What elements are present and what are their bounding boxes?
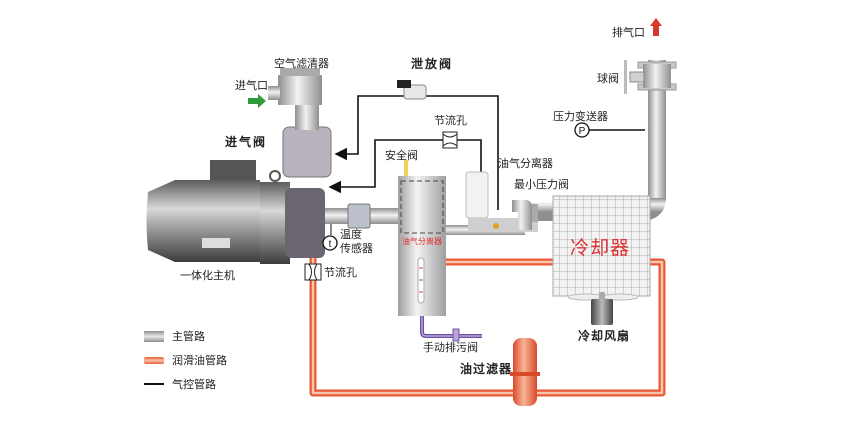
pressure-symbol: P xyxy=(579,126,586,137)
air-control-swatch xyxy=(144,383,164,385)
legend-item-air: 气控管路 xyxy=(144,376,216,392)
legend-item-oil: 润滑油管路 xyxy=(144,352,227,368)
label-pressure-transmitter: 压力变送器 xyxy=(553,110,608,123)
legend-label: 主管路 xyxy=(172,330,205,343)
label-cooling-fan: 冷却风扇 xyxy=(578,329,631,343)
main-unit xyxy=(146,160,325,264)
temp-symbol: t xyxy=(329,239,332,250)
label-blowdown-valve: 泄放阀 xyxy=(411,57,454,71)
oil-filter xyxy=(510,338,540,406)
label-exhaust: 排气口 xyxy=(612,26,645,39)
oil-pipe-circuit xyxy=(309,251,666,397)
label-oil-separator: 油气分离器 xyxy=(498,157,553,170)
blowdown-valve xyxy=(397,80,427,100)
label-separator-body: 油气分离器 xyxy=(402,237,442,246)
label-orifice-top: 节流孔 xyxy=(434,114,467,127)
legend-label: 润滑油管路 xyxy=(172,354,227,367)
label-orifice-bottom: 节流孔 xyxy=(324,266,357,279)
oil-pipe-swatch xyxy=(144,356,164,364)
oil-separator-tank xyxy=(398,160,446,316)
cooling-fan xyxy=(567,292,639,325)
orifice-top-symbol xyxy=(442,131,458,149)
legend-item-main: 主管路 xyxy=(144,328,205,344)
label-manual-drain-valve: 手动排污阀 xyxy=(423,341,478,354)
label-ball-valve: 球阀 xyxy=(597,72,619,85)
ball-valve xyxy=(624,60,645,94)
label-temp-sensor-2: 传感器 xyxy=(340,242,373,255)
air-control-lines xyxy=(328,95,645,210)
inlet-arrow-icon xyxy=(248,94,266,108)
cooler-core xyxy=(552,195,651,297)
label-air-filter: 空气滤清器 xyxy=(274,57,329,70)
label-oil-filter: 油过滤器 xyxy=(460,362,513,376)
drain-line xyxy=(420,316,482,342)
orifice-bottom-symbol xyxy=(304,263,322,281)
legend-label: 气控管路 xyxy=(172,378,216,391)
label-min-pressure-valve: 最小压力阀 xyxy=(514,178,569,191)
label-main-unit: 一体化主机 xyxy=(180,269,235,282)
label-air-inlet: 进气口 xyxy=(235,79,268,92)
label-cooler: 冷却器 xyxy=(570,237,631,259)
intake-valve-assembly xyxy=(268,68,332,178)
main-pipe-swatch xyxy=(144,330,164,342)
exhaust-arrow-icon xyxy=(650,18,662,36)
temp-sensor: t xyxy=(322,224,338,251)
label-intake-valve: 进气阀 xyxy=(225,135,268,149)
min-pressure-valve xyxy=(512,200,538,230)
check-valve xyxy=(347,203,371,229)
label-safety-valve: 安全阀 xyxy=(385,149,418,162)
label-temp-sensor-1: 温度 xyxy=(340,228,362,241)
pressure-transmitter: P xyxy=(574,122,590,138)
